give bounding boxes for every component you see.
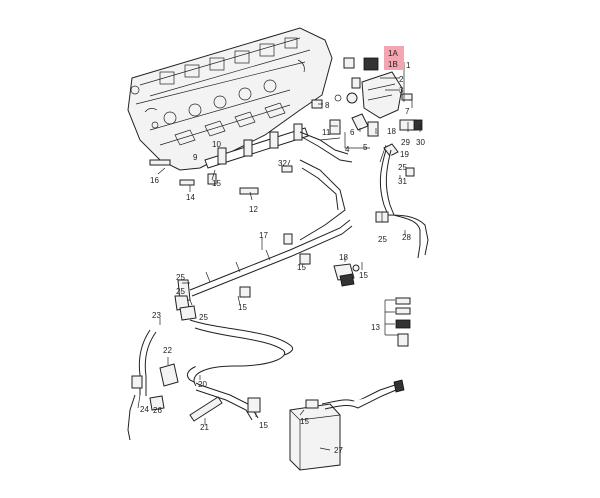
callout-15c: 15 xyxy=(297,263,306,272)
callout-32: 32 xyxy=(278,159,287,168)
callout-5: 5 xyxy=(363,143,368,152)
callout-8: 8 xyxy=(325,101,330,110)
callout-10: 10 xyxy=(212,140,221,149)
callout-17: 17 xyxy=(259,231,268,240)
callout-15a: 15 xyxy=(212,179,221,188)
callout-30: 30 xyxy=(416,138,425,147)
callout-27: 27 xyxy=(334,446,343,455)
fuel-pump xyxy=(329,57,423,157)
charcoal-canister xyxy=(289,379,405,471)
callout-6: 6 xyxy=(350,128,355,137)
callout-15e: 15 xyxy=(259,421,268,430)
fuel-rail xyxy=(204,123,353,169)
callout-31: 31 xyxy=(398,177,407,186)
callout-22: 22 xyxy=(163,346,172,355)
highlight-callout-1a-1b: 1A 1B xyxy=(384,46,404,70)
callout-20: 20 xyxy=(198,380,207,389)
callout-25e: 25 xyxy=(398,163,407,172)
callout-13: 13 xyxy=(371,323,380,332)
callout-12: 12 xyxy=(249,205,258,214)
clamps xyxy=(174,279,197,321)
callout-21: 21 xyxy=(200,423,209,432)
seal-kit-13 xyxy=(395,297,411,347)
sensor-18 xyxy=(333,263,360,287)
callout-23: 23 xyxy=(152,311,161,320)
callout-24: 24 xyxy=(140,405,149,414)
callout-7: 7 xyxy=(405,107,410,116)
callout-3: 3 xyxy=(399,86,404,95)
fuel-lines xyxy=(299,149,429,259)
callout-18b: 18 xyxy=(387,127,396,136)
callout-4: 4 xyxy=(345,145,350,154)
callout-19: 19 xyxy=(400,150,409,159)
callout-14: 14 xyxy=(186,193,195,202)
valve-parts xyxy=(131,363,223,422)
vent-hoses xyxy=(127,319,293,441)
callout-2: 2 xyxy=(399,75,404,84)
callout-1: 1 xyxy=(406,61,411,70)
callout-25c: 25 xyxy=(199,313,208,322)
callout-25d: 25 xyxy=(378,235,387,244)
callout-15d: 15 xyxy=(359,271,368,280)
supply-line xyxy=(189,219,353,298)
callout-15f: 15 xyxy=(300,417,309,426)
callout-25b: 25 xyxy=(176,287,185,296)
callout-29: 29 xyxy=(401,138,410,147)
callout-11: 11 xyxy=(322,128,331,137)
callout-26: 26 xyxy=(153,406,162,415)
cylinder-head xyxy=(127,27,333,171)
callouts: 1 2 3 4 5 6 7 8 9 10 11 12 13 14 15 15 1… xyxy=(140,61,425,455)
callout-18a: 18 xyxy=(339,253,348,262)
callout-1b: 1B xyxy=(388,60,398,69)
leader-lines xyxy=(137,61,421,451)
callout-1a: 1A xyxy=(388,49,398,58)
callout-16: 16 xyxy=(150,176,159,185)
callout-15b: 15 xyxy=(238,303,247,312)
callout-9: 9 xyxy=(193,153,198,162)
callout-25a: 25 xyxy=(176,273,185,282)
callout-28: 28 xyxy=(402,233,411,242)
